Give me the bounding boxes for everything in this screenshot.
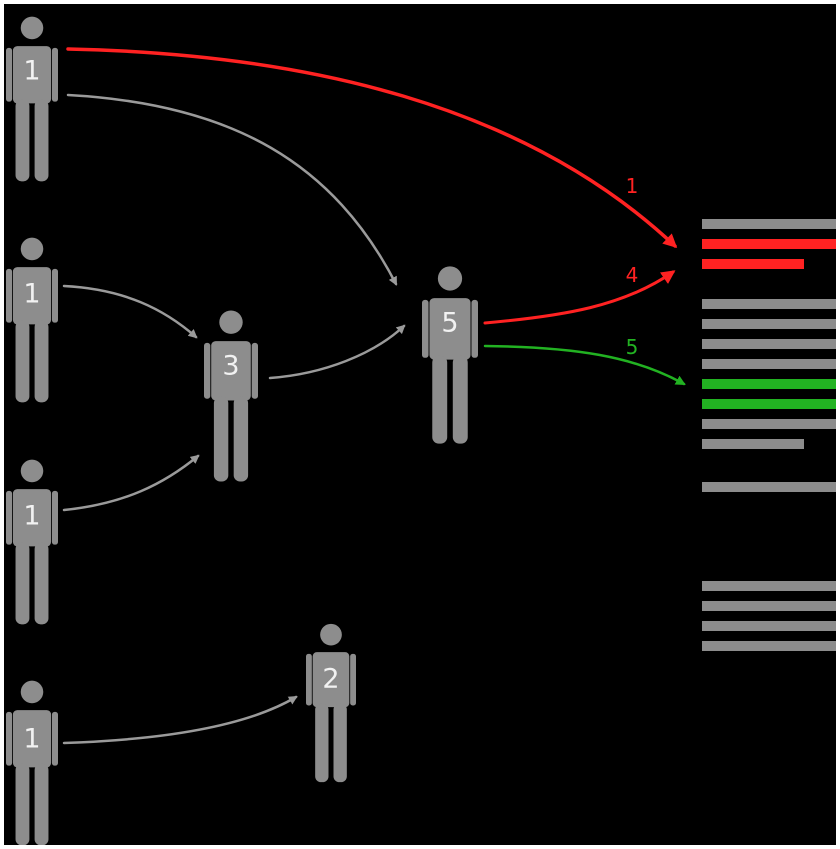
edge-arrow [62,284,198,339]
edge-1b-3 [62,284,198,339]
person-score-label: 5 [441,308,458,339]
ranking-bar-neutral [702,641,836,651]
edge-arrow [66,47,678,249]
person-node-p1a: 1 [6,16,58,182]
person-icon [6,680,58,845]
ranking-bar-red [702,259,804,269]
edge-arrow [483,344,686,386]
person-score-label: 1 [23,279,40,310]
edge-arrow [66,93,398,286]
ranking-bar-neutral [702,621,836,631]
diagram-canvas: 1 4 5 1 1 1 1 3 5 2 [4,4,836,845]
person-score-label: 1 [23,724,40,755]
ranking-bar-neutral [702,219,836,229]
person-node-p3: 3 [204,310,258,482]
edge-3-5 [268,324,406,380]
person-icon [306,623,356,783]
person-icon [204,310,258,482]
person-icon [422,266,478,444]
ranking-bar-neutral [702,359,836,369]
person-node-p1c: 1 [6,459,58,625]
person-score-label: 2 [322,664,339,695]
edge-1c-3 [62,454,200,512]
edge-weight-label: 5 [626,335,639,359]
edge-1d-2 [62,695,298,745]
people-layer: 1 1 1 1 3 5 2 [6,16,478,845]
person-icon [6,459,58,625]
ranking-bar-neutral [702,339,836,349]
edge-weight-label: 1 [626,174,639,198]
person-node-p1b: 1 [6,237,58,403]
person-score-label: 3 [222,351,239,382]
person-score-label: 1 [23,56,40,87]
person-icon [6,16,58,182]
ranking-bar-neutral [702,601,836,611]
ranking-list [702,219,836,651]
ranking-bar-neutral [702,581,836,591]
ranking-bar-neutral [702,439,804,449]
edge-5-green: 5 [483,335,686,386]
edge-5-red: 4 [483,263,676,325]
person-node-p1d: 1 [6,680,58,845]
edge-arrow [268,324,406,380]
edge-arrow [62,695,298,745]
ranking-bar-green [702,379,836,389]
edges-layer: 1 4 5 [62,47,686,745]
ranking-bar-red [702,239,836,249]
edge-arrow [483,270,676,325]
edge-weight-label: 4 [626,263,639,287]
person-score-label: 1 [23,501,40,532]
ranking-bar-neutral [702,299,836,309]
person-node-p5: 5 [422,266,478,444]
edge-1a-list: 1 [66,47,678,249]
ranking-bar-neutral [702,482,836,492]
ranking-bar-neutral [702,419,836,429]
ranking-bar-green [702,399,836,409]
edge-1a-5 [66,93,398,286]
influence-diagram: 1 4 5 1 1 1 1 3 5 2 [6,16,836,845]
ranking-bar-neutral [702,319,836,329]
person-icon [6,237,58,403]
edge-arrow [62,454,200,512]
person-node-p2: 2 [306,623,356,783]
